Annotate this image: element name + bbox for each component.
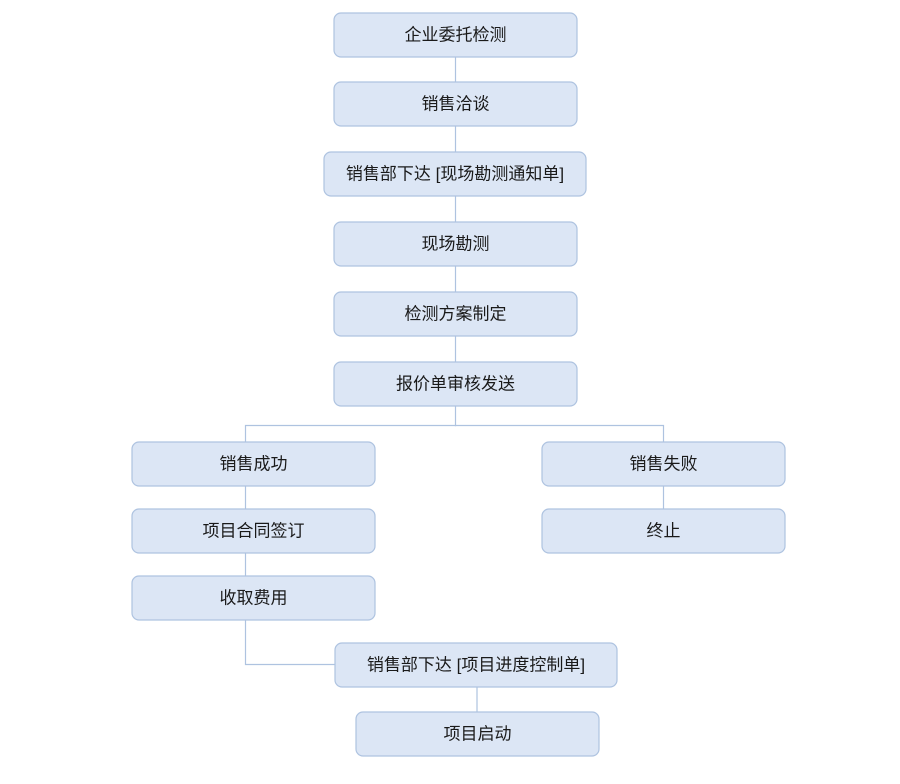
flow-node[interactable]: 现场勘测 bbox=[333, 221, 578, 267]
flow-node-label: 收取费用 bbox=[220, 588, 288, 607]
flow-node-label: 现场勘测 bbox=[422, 234, 490, 253]
flow-node-box bbox=[131, 508, 376, 554]
flow-node[interactable]: 销售部下达 [项目进度控制单] bbox=[334, 642, 618, 688]
flow-node[interactable]: 销售洽谈 bbox=[333, 81, 578, 127]
flow-node[interactable]: 销售成功 bbox=[131, 441, 376, 487]
flow-node-box bbox=[333, 291, 578, 337]
flow-node-box bbox=[355, 711, 600, 757]
flow-node-label: 企业委托检测 bbox=[405, 25, 507, 44]
flow-node[interactable]: 项目合同签订 bbox=[131, 508, 376, 554]
flow-node-label: 报价单审核发送 bbox=[396, 374, 515, 393]
flow-node-label: 销售成功 bbox=[220, 454, 288, 473]
flow-node[interactable]: 检测方案制定 bbox=[333, 291, 578, 337]
flow-connector bbox=[244, 424, 457, 443]
flow-node[interactable]: 收取费用 bbox=[131, 575, 376, 621]
flow-node-box bbox=[541, 508, 786, 554]
connector-layer bbox=[244, 56, 665, 713]
flow-node-box bbox=[541, 441, 786, 487]
flow-node[interactable]: 销售部下达 [现场勘测通知单] bbox=[323, 151, 587, 197]
flow-node[interactable]: 报价单审核发送 bbox=[333, 361, 578, 407]
flow-node-box bbox=[333, 221, 578, 267]
flow-node-box bbox=[333, 12, 578, 58]
flow-node-box bbox=[323, 151, 587, 197]
flow-connector bbox=[244, 619, 336, 666]
flow-node-box bbox=[131, 441, 376, 487]
flow-node-label: 终止 bbox=[647, 521, 681, 540]
flow-node-label: 销售洽谈 bbox=[422, 94, 490, 113]
flow-connector bbox=[454, 424, 665, 443]
flow-node-box bbox=[333, 361, 578, 407]
flow-node-box bbox=[131, 575, 376, 621]
flow-node-label: 项目合同签订 bbox=[203, 521, 305, 540]
flow-node-label: 销售失败 bbox=[630, 454, 698, 473]
flow-node-label: 销售部下达 [项目进度控制单] bbox=[367, 655, 585, 674]
flow-node[interactable]: 项目启动 bbox=[355, 711, 600, 757]
flow-node[interactable]: 销售失败 bbox=[541, 441, 786, 487]
flow-node-label: 检测方案制定 bbox=[405, 304, 507, 323]
flow-node-label: 项目启动 bbox=[444, 724, 512, 743]
flow-node-label: 销售部下达 [现场勘测通知单] bbox=[346, 164, 564, 183]
flow-node-box bbox=[334, 642, 618, 688]
flow-node[interactable]: 终止 bbox=[541, 508, 786, 554]
flow-node[interactable]: 企业委托检测 bbox=[333, 12, 578, 58]
flow-node-box bbox=[333, 81, 578, 127]
